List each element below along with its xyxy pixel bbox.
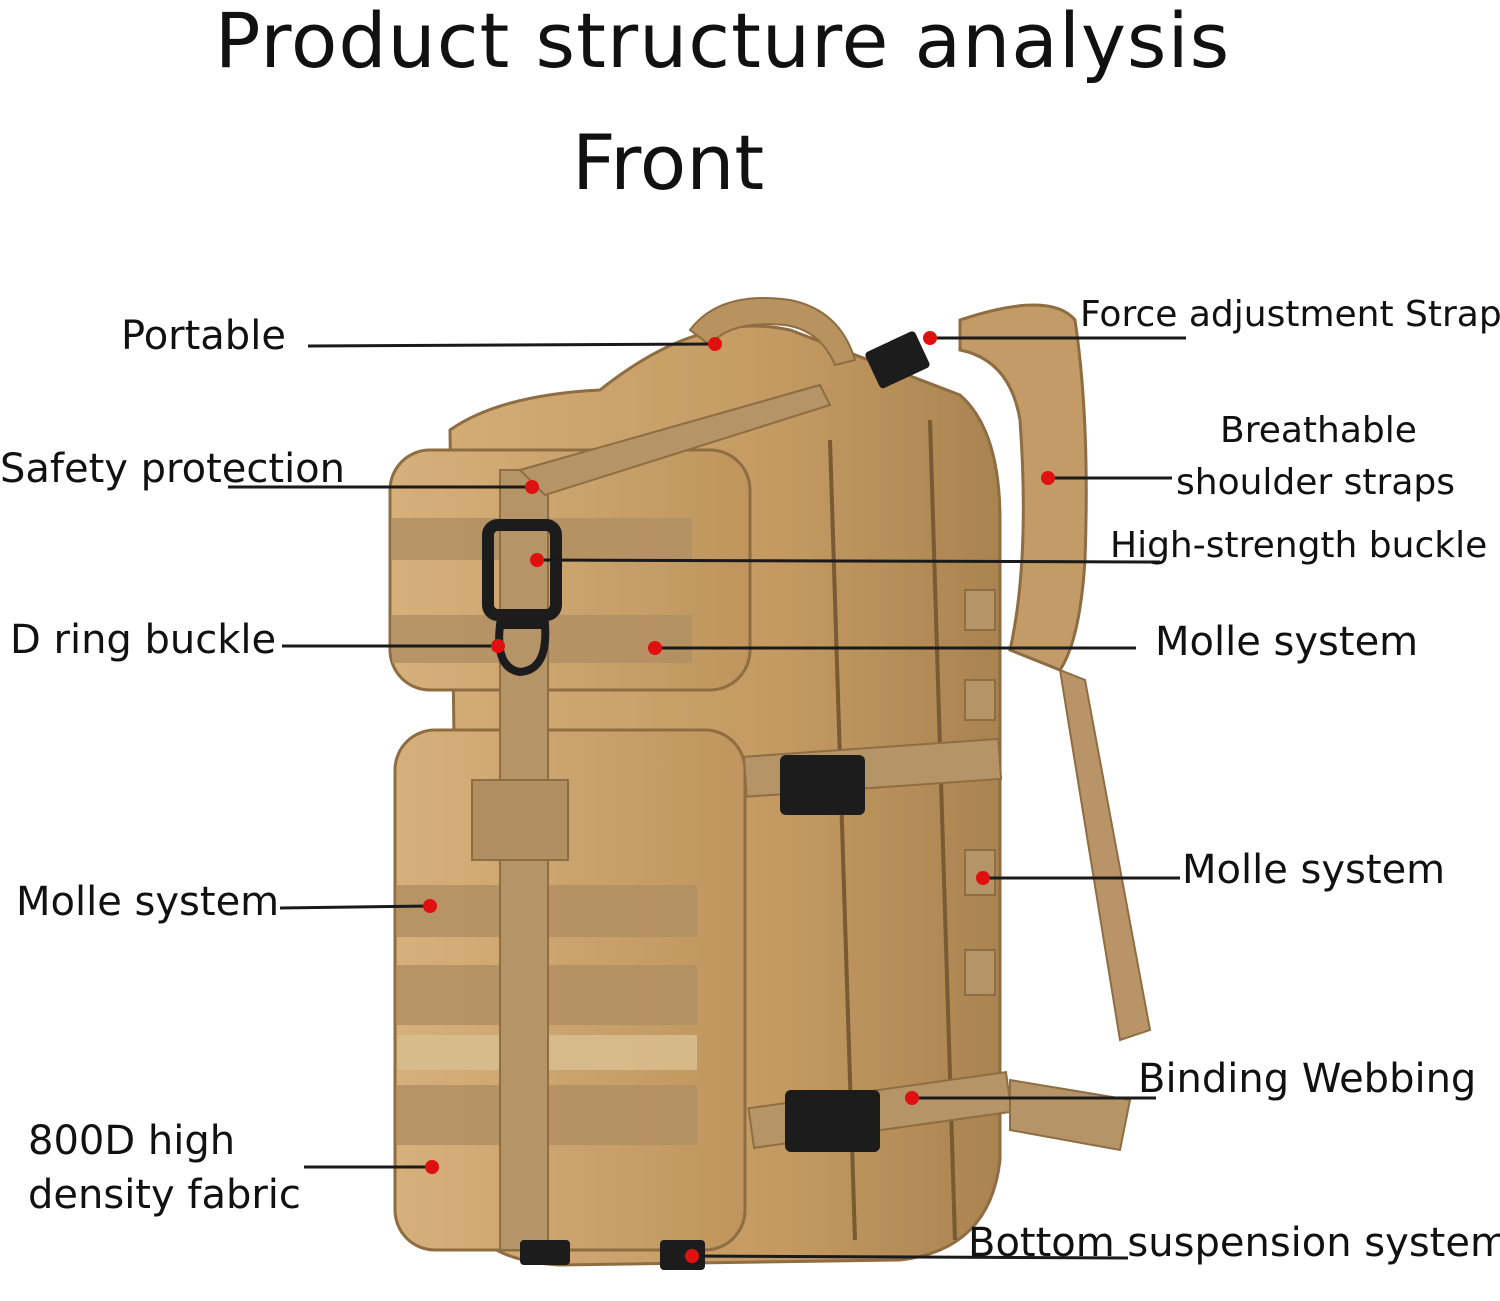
marker-binding [905,1091,919,1105]
marker-molle-right2 [976,871,990,885]
marker-molle-left [423,899,437,913]
side-buckle-upper [780,755,865,815]
shoulder-strap [958,303,1088,672]
label-molle-system-right-2: Molle system [1182,847,1446,893]
marker-breath [1041,471,1055,485]
page-subtitle: Front [572,118,765,207]
buckle-icon [482,519,562,621]
top-handle [688,297,857,367]
label-portable: Portable [121,313,286,359]
leader-buckle [536,558,1161,564]
marker-fabric [425,1160,439,1174]
label-bottom-suspension-system: Bottom suspension system [968,1220,1500,1266]
marker-dring [491,639,505,653]
marker-bottom [685,1249,699,1263]
leader-molle-left [279,904,431,910]
side-buckle-lower [785,1090,880,1152]
page-title: Product structure analysis [214,0,1231,85]
marker-portable [708,337,722,351]
label-molle-system-right-1: Molle system [1155,619,1419,665]
label-breathable-line2: shoulder straps [1176,462,1455,503]
leader-lines [228,336,1186,1260]
label-d-ring-buckle: D ring buckle [10,617,277,663]
label-molle-system-left: Molle system [16,879,280,925]
label-fabric-line2: density fabric [28,1172,301,1218]
marker-force [923,331,937,345]
label-safety-protection: Safety protection [0,446,345,492]
lower-strap [1058,668,1152,1042]
leader-portable [307,342,716,348]
label-binding-webbing: Binding Webbing [1138,1056,1477,1102]
label-fabric-line1: 800D high [28,1118,236,1164]
marker-molle-right1 [648,641,662,655]
label-force-adjustment-strap: Force adjustment Strap [1080,294,1500,335]
marker-buckle [530,553,544,567]
markers [423,331,1055,1263]
label-high-strength-buckle: High-strength buckle [1110,525,1488,566]
leader-bottom [691,1254,1129,1260]
marker-safety [525,480,539,494]
label-breathable-line1: Breathable [1220,410,1417,451]
